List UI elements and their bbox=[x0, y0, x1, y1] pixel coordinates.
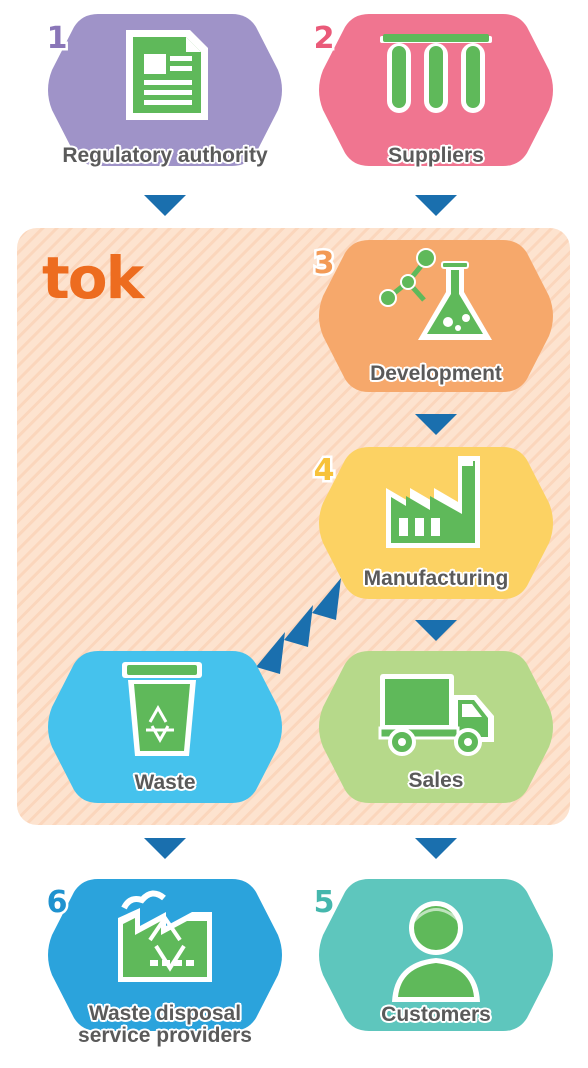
document-icon bbox=[126, 30, 208, 120]
arrow-manufacturing-down bbox=[415, 620, 457, 641]
badge-2: 2 bbox=[314, 21, 335, 56]
label-regulatory-authority: Regulatory authority bbox=[62, 144, 268, 167]
factory-icon bbox=[386, 456, 480, 548]
arrow-diagonal-3 bbox=[256, 632, 285, 674]
label-development: Development bbox=[370, 362, 502, 385]
number-badges: 1 2 3 4 6 5 bbox=[44, 19, 337, 923]
arrow-diagonal-2 bbox=[284, 605, 313, 647]
badge-3: 3 bbox=[314, 246, 335, 281]
arrow-suppliers-down bbox=[415, 195, 457, 216]
label-customers: Customers bbox=[381, 1003, 491, 1026]
flask-molecule-icon bbox=[379, 248, 492, 340]
label-sales: Sales bbox=[408, 769, 464, 792]
label-waste-disposal: Waste disposal service providers bbox=[78, 1003, 252, 1047]
person-icon bbox=[392, 901, 480, 1002]
label-manufacturing: Manufacturing bbox=[363, 567, 509, 590]
label-waste: Waste bbox=[134, 771, 196, 794]
badge-1: 1 bbox=[47, 21, 68, 56]
label-waste-disposal-line2: service providers bbox=[78, 1024, 252, 1047]
badge-4: 4 bbox=[314, 453, 335, 488]
recycling-factory-icon bbox=[118, 890, 212, 982]
label-suppliers: Suppliers bbox=[388, 144, 484, 167]
arrow-development-down bbox=[415, 414, 457, 435]
flow-arrows bbox=[144, 195, 457, 859]
arrow-regulatory-down bbox=[144, 195, 186, 216]
arrow-diagonal-1 bbox=[312, 578, 341, 620]
arrow-waste-down bbox=[144, 838, 186, 859]
recycle-bin-icon bbox=[122, 662, 202, 756]
test-tubes-icon bbox=[380, 34, 492, 113]
label-waste-disposal-line1: Waste disposal bbox=[88, 1002, 242, 1025]
arrow-sales-down bbox=[415, 838, 457, 859]
truck-icon bbox=[378, 674, 494, 756]
badge-5: 5 bbox=[314, 885, 335, 920]
tok-logo: tok bbox=[42, 244, 146, 312]
badge-6: 6 bbox=[47, 885, 68, 920]
